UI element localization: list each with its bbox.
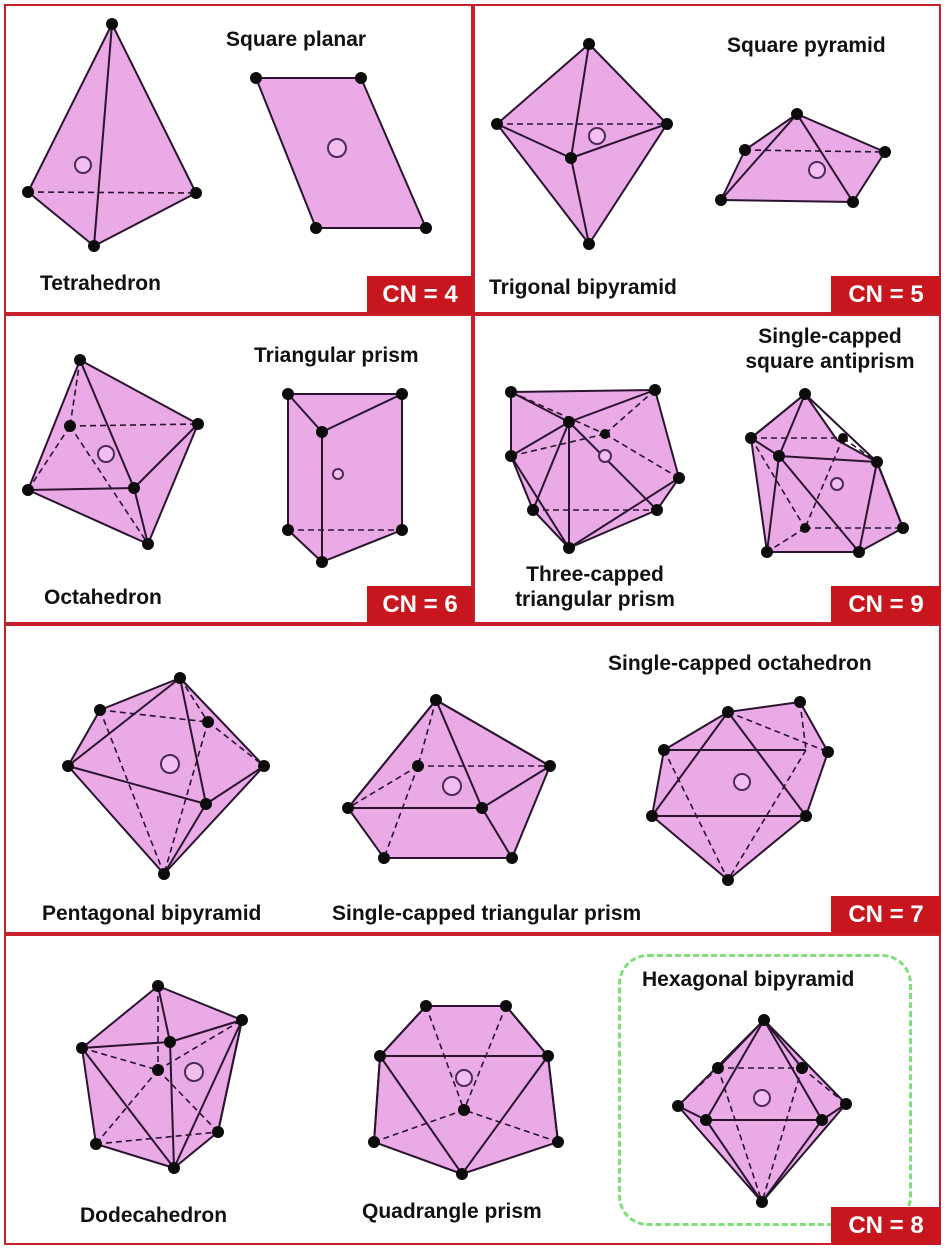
- single-capped-triangular-prism-figure: [342, 694, 556, 864]
- panel-cn5: Square pyramid Trigonal bipyramid CN = 5: [473, 4, 941, 314]
- panel-cn8: Hexagonal bipyramid Dodecahedron Quadran…: [4, 934, 941, 1245]
- label-line-2: triangular prism: [515, 588, 675, 611]
- square-pyramid-figure: [715, 108, 891, 208]
- single-capped-octahedron-label: Single-capped octahedron: [608, 652, 872, 675]
- cn7-badge: CN = 7: [831, 896, 941, 934]
- panel-cn6: Triangular prism Octahedron CN = 6: [4, 314, 473, 624]
- hexagonal-bipyramid-figure: [672, 1014, 852, 1208]
- pentagonal-bipyramid-figure: [62, 672, 270, 880]
- three-capped-triangular-prism-label: Three-capped triangular prism: [495, 562, 695, 612]
- single-capped-triangular-prism-label: Single-capped triangular prism: [332, 902, 642, 925]
- cn8-badge: CN = 8: [831, 1207, 941, 1245]
- pentagonal-bipyramid-label: Pentagonal bipyramid: [42, 902, 262, 925]
- triangular-prism-figure: [282, 388, 408, 568]
- single-capped-square-antiprism-label: Single-capped square antiprism: [727, 324, 933, 374]
- label-line-2: square antiprism: [745, 350, 915, 373]
- label-line-1: Three-capped: [526, 563, 664, 586]
- panel-cn7: Single-capped octahedron Pentagonal bipy…: [4, 624, 941, 934]
- single-capped-octahedron-figure: [646, 696, 834, 886]
- tetrahedron-figure: [22, 18, 202, 252]
- octahedron-label: Octahedron: [44, 586, 162, 609]
- three-capped-triangular-prism-figure: [505, 384, 685, 554]
- cn9-badge: CN = 9: [831, 586, 941, 624]
- quadrangle-prism-label: Quadrangle prism: [362, 1200, 542, 1223]
- tetrahedron-label: Tetrahedron: [40, 272, 161, 295]
- panel-cn9: Single-capped square antiprism Three-cap…: [473, 314, 941, 624]
- panel-cn4: Square planar Tetrahedron CN = 4: [4, 4, 473, 314]
- square-planar-label: Square planar: [226, 28, 367, 51]
- triangular-prism-label: Triangular prism: [254, 344, 419, 367]
- dodecahedron-figure: [76, 980, 248, 1174]
- octahedron-figure: [22, 354, 204, 550]
- cn5-badge: CN = 5: [831, 276, 941, 314]
- hexagonal-bipyramid-label: Hexagonal bipyramid: [642, 968, 855, 991]
- trigonal-bipyramid-label: Trigonal bipyramid: [489, 276, 677, 299]
- cn6-badge: CN = 6: [367, 586, 473, 624]
- cn4-badge: CN = 4: [367, 276, 473, 314]
- square-pyramid-label: Square pyramid: [727, 34, 886, 57]
- hexagonal-bipyramid-highlight: [618, 954, 912, 1226]
- square-planar-figure: [250, 72, 432, 234]
- single-capped-square-antiprism-figure: [745, 388, 909, 558]
- trigonal-bipyramid-figure: [491, 38, 673, 250]
- dodecahedron-label: Dodecahedron: [80, 1204, 228, 1227]
- label-line-1: Single-capped: [758, 325, 902, 348]
- quadrangle-prism-figure: [368, 1000, 564, 1180]
